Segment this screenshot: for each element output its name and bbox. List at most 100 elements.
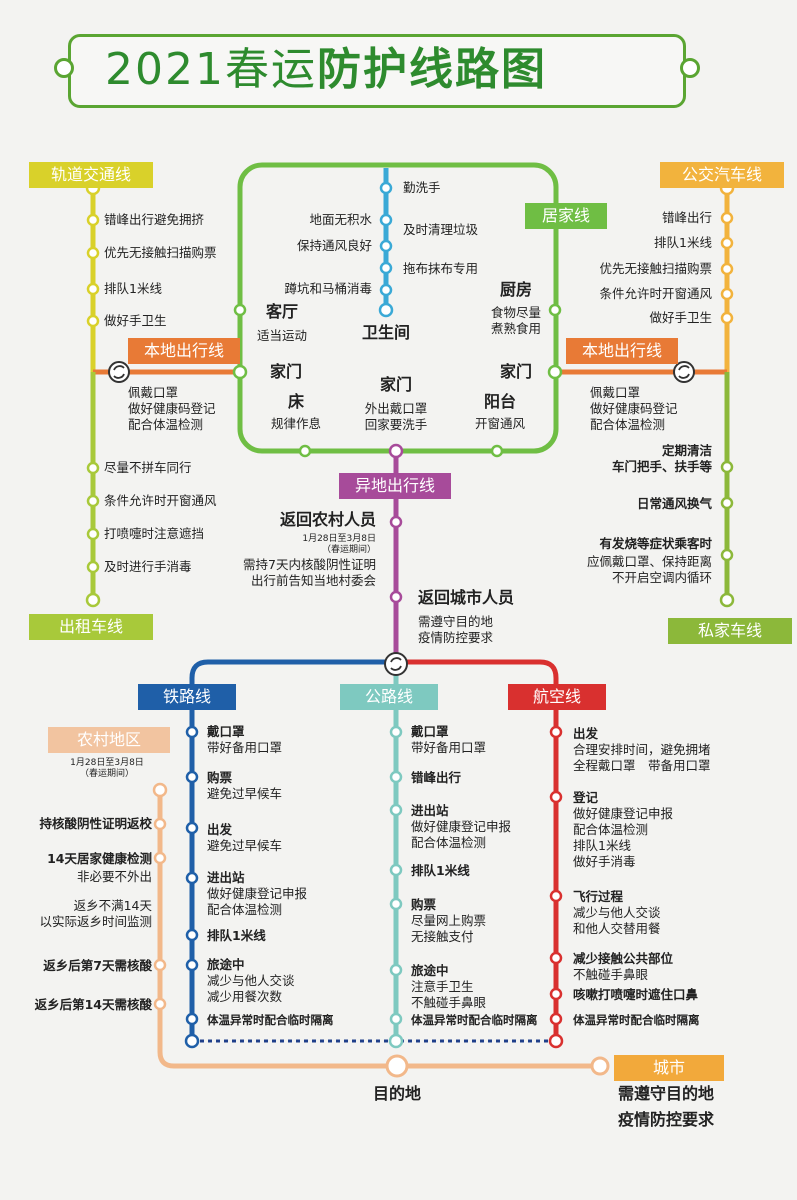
transfer-icon-left	[108, 361, 130, 383]
rural-line	[157, 790, 600, 1069]
rail-item: 排队1米线	[104, 281, 162, 296]
urban-return-text: 疫情防控要求	[418, 630, 494, 645]
rural-area-item: 持核酸阴性证明返校	[39, 816, 152, 831]
bus-item: 优先无接触扫描购票	[599, 261, 712, 276]
taxi-item: 尽量不拼车同行	[104, 460, 192, 475]
railway-item: 排队1米线	[207, 928, 266, 943]
railway-item: 避免过早候车	[207, 838, 283, 853]
air-item: 和他人交替用餐	[573, 921, 661, 936]
remote-tag: 异地出行线	[339, 473, 451, 499]
private-item: 不开启空调内循环	[611, 570, 712, 585]
railway-item: 减少与他人交谈	[207, 973, 295, 988]
rural-return-period: 1月28日至3月8日	[302, 534, 376, 544]
local-left-text: 佩戴口罩	[128, 385, 179, 400]
title-left-dot	[54, 58, 74, 78]
rural-area-item: 非必要不外出	[76, 869, 152, 884]
bath-item: 及时清理垃圾	[403, 222, 479, 237]
title-right-dot	[680, 58, 700, 78]
rural-area-item: 14天居家健康检测	[47, 851, 152, 866]
home-stations	[232, 303, 563, 458]
bath-item: 勤洗手	[403, 180, 441, 195]
air-item: 排队1米线	[573, 838, 631, 853]
rural-area-period: 1月28日至3月8日	[70, 758, 144, 768]
bed-name: 床	[287, 392, 304, 411]
city-tag: 城市	[614, 1055, 724, 1081]
railway-tag: 铁路线	[138, 684, 236, 710]
highway-item: 无接触支付	[411, 929, 474, 944]
highway-item: 购票	[411, 897, 437, 912]
bathroom-name: 卫生间	[361, 323, 410, 342]
air-tag: 航空线	[508, 684, 606, 710]
bath-item: 地面无积水	[309, 212, 372, 227]
air-stations	[548, 725, 564, 1049]
balcony-door: 家门	[499, 362, 532, 381]
air-line	[396, 659, 559, 1041]
railway-item: 旅途中	[207, 957, 245, 972]
highway-item: 旅途中	[411, 963, 449, 978]
rail-transit-tag: 轨道交通线	[29, 162, 153, 188]
home-tag: 居家线	[525, 203, 607, 229]
balcony-desc: 开窗通风	[474, 416, 525, 431]
taxi-item: 打喷嚏时注意遮挡	[104, 526, 205, 541]
railway-item: 避免过早候车	[207, 786, 283, 801]
transfer-icon-center	[384, 652, 408, 676]
destination-label: 目的地	[372, 1084, 421, 1103]
highway-item: 带好备用口罩	[411, 740, 487, 755]
urban-return-text: 需遵守目的地	[418, 614, 494, 629]
bus-item: 条件允许时开窗通风	[599, 286, 712, 301]
rural-return-title: 返回农村人员	[279, 510, 376, 529]
air-item: 减少与他人交谈	[573, 905, 661, 920]
rural-stations	[152, 782, 610, 1078]
air-item: 全程戴口罩 带备用口罩	[573, 758, 711, 773]
rural-area-tag: 农村地区	[48, 727, 170, 753]
remote-stations	[388, 443, 404, 604]
local-left-tag: 本地出行线	[128, 338, 240, 364]
bath-item: 保持通风良好	[296, 238, 372, 253]
local-left-text: 配合体温检测	[128, 417, 204, 432]
highway-item: 错峰出行	[411, 770, 462, 785]
air-item: 登记	[573, 790, 599, 805]
railway-item: 带好备用口罩	[207, 740, 283, 755]
private-item: 定期清洁	[661, 443, 712, 458]
page-title: 2021春运防护线路图	[105, 44, 547, 95]
taxi-stations	[85, 461, 101, 608]
highway-item: 戴口罩	[411, 724, 449, 739]
rail-item: 错峰出行避免拥挤	[104, 212, 205, 227]
rural-area-item: 返乡后第14天需核酸	[34, 997, 152, 1012]
rural-area-item: 以实际返乡时间监测	[39, 914, 152, 929]
bath-item: 蹲坑和马桶消毒	[284, 281, 372, 296]
taxi-tag: 出租车线	[29, 614, 153, 640]
private-item: 有发烧等症状乘客时	[599, 536, 712, 551]
railway-item: 做好健康登记申报	[207, 886, 308, 901]
rail-item: 做好手卫生	[104, 313, 167, 328]
bus-item: 做好手卫生	[649, 310, 712, 325]
railway-item: 体温异常时配合临时隔离	[207, 1013, 334, 1027]
railway-item: 戴口罩	[207, 724, 245, 739]
highway-item: 做好健康登记申报	[411, 819, 512, 834]
highway-stations	[388, 725, 404, 1049]
highway-item: 排队1米线	[411, 863, 470, 878]
taxi-item: 条件允许时开窗通风	[104, 493, 217, 508]
living-room-name: 客厅	[266, 302, 299, 321]
living-room-desc: 适当运动	[257, 328, 308, 343]
railway-stations	[184, 725, 200, 1049]
city-requirement: 疫情防控要求	[617, 1110, 714, 1129]
bus-item: 排队1米线	[654, 235, 712, 250]
railway-item: 出发	[207, 822, 233, 837]
highway-item: 尽量网上购票	[411, 913, 487, 928]
highway-item: 进出站	[411, 803, 449, 818]
rail-item: 优先无接触扫描购票	[104, 245, 217, 260]
rural-area-item: 返乡后第7天需核酸	[43, 958, 152, 973]
door-desc: 回家要洗手	[364, 417, 428, 432]
taxi-item: 及时进行手消毒	[104, 559, 192, 574]
railway-item: 进出站	[207, 870, 245, 885]
local-right-text: 佩戴口罩	[590, 385, 641, 400]
private-item: 日常通风换气	[636, 496, 712, 511]
highway-item: 配合体温检测	[411, 835, 487, 850]
air-item: 不触碰手鼻眼	[573, 967, 649, 982]
door-name: 家门	[379, 375, 412, 394]
air-item: 飞行过程	[573, 889, 624, 904]
local-right-text: 做好健康码登记	[590, 401, 678, 416]
balcony-name: 阳台	[483, 392, 516, 411]
